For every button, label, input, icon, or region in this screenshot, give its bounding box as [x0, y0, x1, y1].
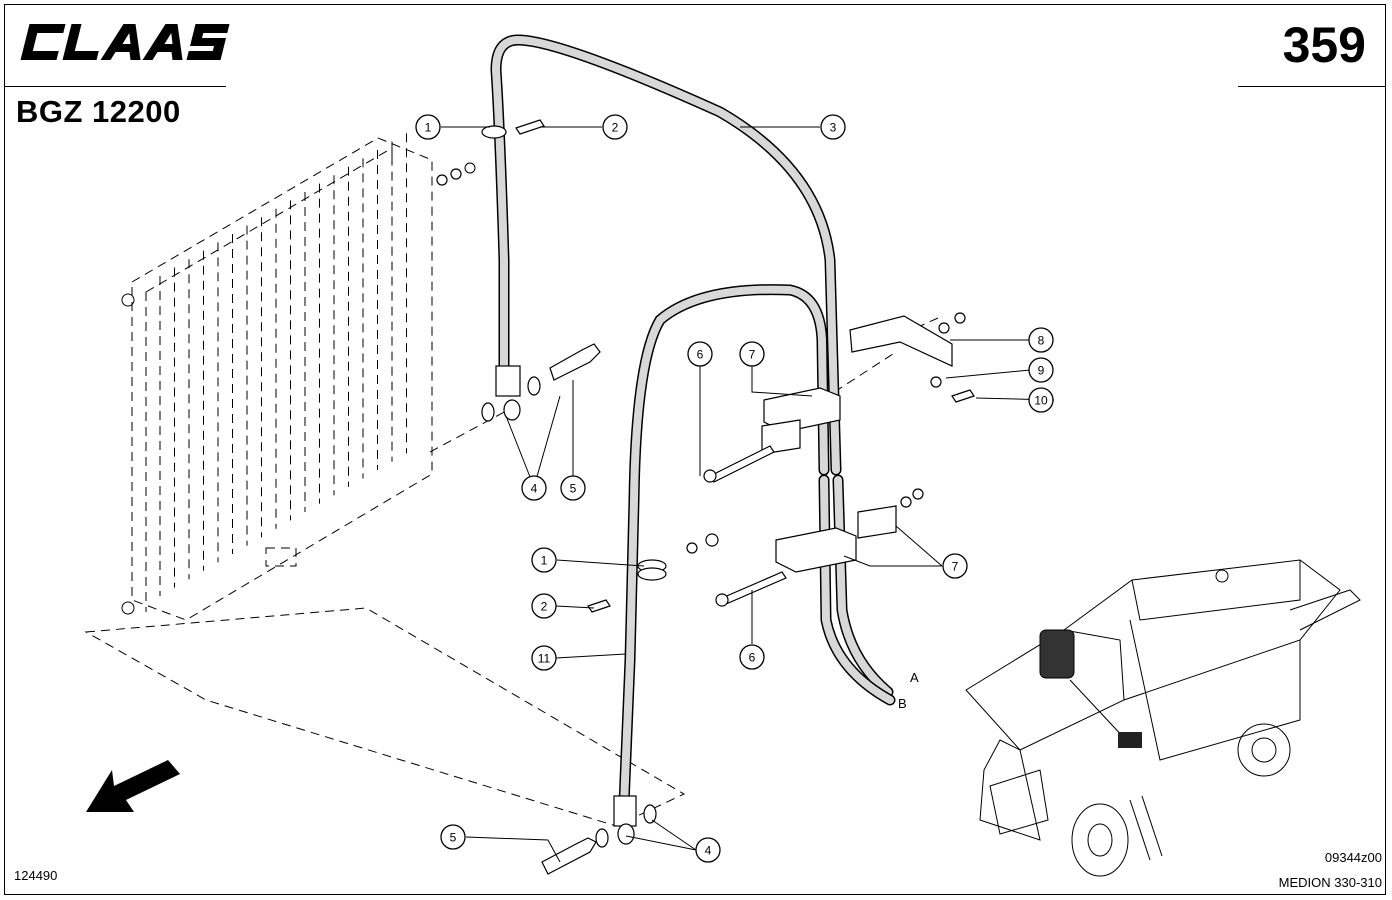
callout-circle: [531, 645, 557, 671]
callout-c11: 11: [531, 645, 557, 671]
callout-circle: [695, 837, 721, 863]
hose-clamp-upper: [436, 119, 545, 186]
callout-circle: [739, 644, 765, 670]
callout-c2a: 2: [602, 114, 628, 140]
header-rule-right: [1238, 86, 1386, 87]
callout-circle: [560, 475, 586, 501]
callout-circle: [440, 824, 466, 850]
callout-circle: [531, 547, 557, 573]
page-number: 359: [1282, 17, 1366, 73]
callout-number: 6: [749, 651, 756, 665]
callout-c4b: 4: [695, 837, 721, 863]
callout-number: 8: [1038, 334, 1045, 348]
callout-c5a: 5: [560, 475, 586, 501]
callout-c7a: 7: [739, 341, 765, 367]
hose-end-b-label: B: [898, 696, 907, 711]
callout-number: 2: [612, 121, 619, 135]
callout-number: 5: [450, 831, 457, 845]
callout-number: 5: [570, 482, 577, 496]
callout-number: 6: [697, 348, 704, 362]
callout-c3: 3: [820, 114, 846, 140]
callout-circle: [602, 114, 628, 140]
hose-end-a-label: A: [910, 670, 919, 685]
callout-c2b: 2: [531, 593, 557, 619]
elbow-fitting-lower: [541, 795, 657, 875]
callout-c5b: 5: [440, 824, 466, 850]
callout-circle: [1028, 327, 1054, 353]
callout-c7b: 7: [942, 553, 968, 579]
callout-circle: [739, 341, 765, 367]
callout-c1a: 1: [415, 114, 441, 140]
hose-11: [618, 284, 896, 810]
callout-circle: [942, 553, 968, 579]
claas-logo: [14, 14, 236, 75]
callout-c9: 9: [1028, 357, 1054, 383]
elbow-fitting-upper: [481, 343, 601, 422]
callout-number: 7: [749, 348, 756, 362]
page-frame: [4, 4, 1386, 895]
callout-circle: [687, 341, 713, 367]
model-name: MEDION 330-310: [1278, 875, 1382, 890]
header-rule-left: [4, 86, 226, 87]
callout-number: 10: [1034, 394, 1048, 408]
callout-circle: [1028, 357, 1054, 383]
callout-circle: [521, 475, 547, 501]
drawing-number: 09344z00: [1324, 850, 1382, 865]
callout-circle: [415, 114, 441, 140]
figure-id: 124490: [14, 868, 58, 883]
combine-harvester-icon: [965, 559, 1361, 877]
callout-c6a: 6: [687, 341, 713, 367]
callout-number: 9: [1038, 364, 1045, 378]
mounting-bracket: [849, 312, 975, 403]
callout-number: 11: [538, 652, 551, 666]
callout-c6b: 6: [739, 644, 765, 670]
callout-number: 4: [705, 844, 712, 858]
hose-clamp-lower: [587, 533, 719, 613]
callout-c10: 10: [1028, 387, 1054, 413]
direction-arrow-icon: [86, 760, 180, 812]
callout-c4a: 4: [521, 475, 547, 501]
callout-circle: [1028, 387, 1054, 413]
callout-number: 2: [541, 600, 548, 614]
document-code: BGZ 12200: [16, 94, 181, 129]
callout-number: 1: [425, 121, 432, 135]
callout-number: 4: [531, 482, 538, 496]
callout-number: 1: [541, 554, 548, 568]
callout-c1b: 1: [531, 547, 557, 573]
hose-holder-lower: [715, 488, 924, 607]
callout-number: 7: [952, 560, 959, 574]
callout-circle: [820, 114, 846, 140]
radiator-illustration: [84, 133, 686, 827]
callout-number: 3: [830, 121, 837, 135]
hose-holder-upper: [703, 387, 841, 483]
callout-circle: [531, 593, 557, 619]
callout-c8: 8: [1028, 327, 1054, 353]
